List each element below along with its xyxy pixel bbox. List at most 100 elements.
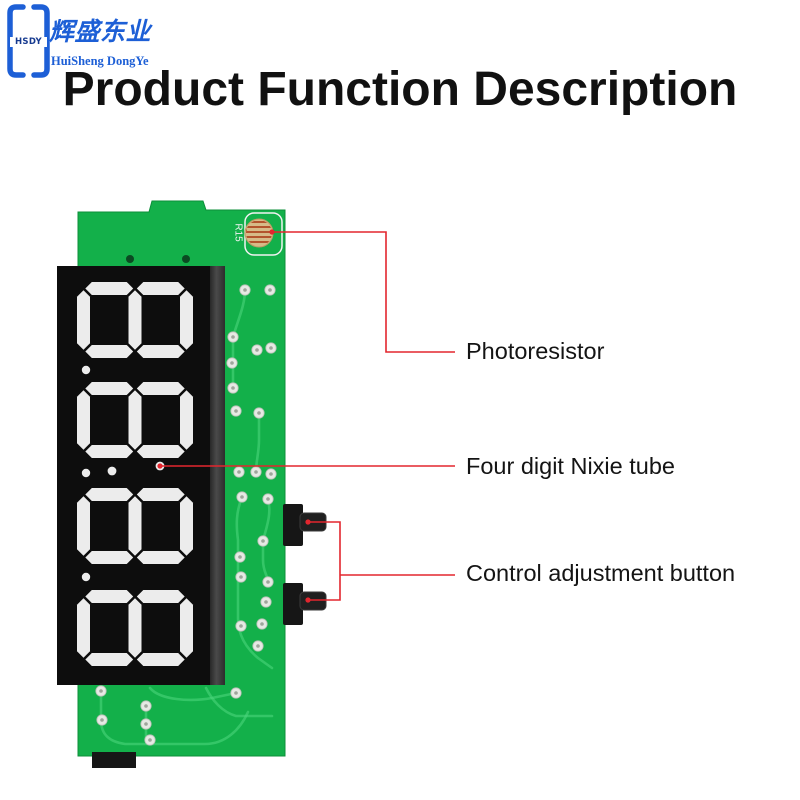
display-segment	[85, 445, 134, 458]
display-segment	[136, 488, 185, 501]
logo-name-cn: 辉盛东业	[49, 17, 152, 46]
via-pad-hole	[240, 495, 244, 499]
decimal-point	[81, 468, 91, 478]
display-segment	[136, 653, 185, 666]
via-pad	[253, 407, 265, 419]
via-pad-hole	[239, 575, 243, 579]
display-segment	[180, 290, 193, 350]
logo-mark-text: HSDY	[10, 37, 47, 47]
display-segment	[136, 590, 185, 603]
via-pad-hole	[239, 624, 243, 628]
via-pad	[257, 535, 269, 547]
callout-line-photoresistor	[272, 231, 455, 353]
display-segment	[128, 496, 142, 556]
display-segment	[136, 551, 185, 564]
button-housing	[283, 504, 303, 546]
via-pad	[265, 468, 277, 480]
logo-name-en: HuiSheng DongYe	[51, 54, 149, 68]
button-housing	[283, 583, 303, 625]
via-pad	[235, 571, 247, 583]
callout-anchor-dot	[157, 463, 163, 469]
control-button-2	[283, 583, 327, 625]
display-digits	[77, 282, 193, 666]
via-pad	[252, 640, 264, 652]
via-pad-hole	[254, 470, 258, 474]
via-pad	[227, 331, 239, 343]
four-digit-display	[57, 266, 225, 685]
via-pad-hole	[269, 472, 273, 476]
via-pad-hole	[257, 411, 261, 415]
via-pad-hole	[234, 691, 238, 695]
mounting-hole	[126, 255, 134, 263]
display-segment	[77, 390, 90, 450]
via-pad	[234, 551, 246, 563]
via-pad	[227, 382, 239, 394]
via-pad-hole	[261, 539, 265, 543]
via-pad-hole	[144, 704, 148, 708]
via-pad-hole	[231, 386, 235, 390]
display-segment	[77, 496, 90, 556]
via-pad	[264, 284, 276, 296]
via-pad	[230, 405, 242, 417]
bottom-connector	[92, 752, 136, 768]
via-pad	[235, 620, 247, 632]
pcb-trace	[204, 686, 274, 718]
callout-anchor-dot	[269, 229, 275, 235]
via-pad-hole	[266, 497, 270, 501]
display-segment	[77, 598, 90, 658]
via-pad-hole	[148, 738, 152, 742]
display-segment	[128, 598, 142, 658]
callout-anchor-dot	[305, 519, 311, 525]
callout-anchor-dots	[157, 229, 311, 603]
control-button-1	[283, 504, 327, 546]
pcb-trace	[235, 495, 274, 670]
via-pad-hole	[243, 288, 247, 292]
display-digit-2	[77, 382, 193, 458]
via-pad-hole	[269, 346, 273, 350]
display-segment	[136, 282, 185, 295]
via-pad	[262, 576, 274, 588]
callout-anchor-dot	[305, 597, 311, 603]
via-pad	[260, 596, 272, 608]
via-pad	[262, 493, 274, 505]
via-pad-hole	[264, 600, 268, 604]
via-pad	[251, 344, 263, 356]
callout-line-buttons	[308, 521, 341, 601]
display-digit-1	[77, 282, 193, 358]
via-pad	[230, 687, 242, 699]
button-actuator	[299, 591, 327, 611]
display-segment	[77, 290, 90, 350]
display-digit-4	[77, 590, 193, 666]
pcb-trace	[99, 689, 250, 746]
via-pad	[239, 284, 251, 296]
display-segment	[85, 345, 134, 358]
colon-dot	[107, 466, 117, 476]
via-pad	[95, 685, 107, 697]
callout-label-photoresistor: Photoresistor	[466, 338, 605, 364]
via-pad	[226, 357, 238, 369]
via-pad-hole	[266, 580, 270, 584]
logo-bracket-right	[31, 4, 50, 78]
display-segment	[136, 345, 185, 358]
via-pad	[265, 342, 277, 354]
via-pad-hole	[255, 348, 259, 352]
callout-label-buttons: Control adjustment button	[466, 560, 736, 586]
display-segment	[180, 598, 193, 658]
via-pad-hole	[230, 361, 234, 365]
via-pad-hole	[100, 718, 104, 722]
via-pad-hole	[237, 470, 241, 474]
via-pad	[96, 714, 108, 726]
display-segment	[128, 390, 142, 450]
via-pad	[140, 718, 152, 730]
via-pad-hole	[234, 409, 238, 413]
page-title: Product Function Description	[62, 63, 738, 116]
callout-lines	[160, 231, 455, 601]
display-segment	[85, 590, 134, 603]
via-pad-hole	[238, 555, 242, 559]
display-segment	[136, 382, 185, 395]
photoresistor	[244, 212, 283, 256]
display-segment	[85, 653, 134, 666]
via-pads	[95, 284, 277, 746]
via-pad	[250, 466, 262, 478]
